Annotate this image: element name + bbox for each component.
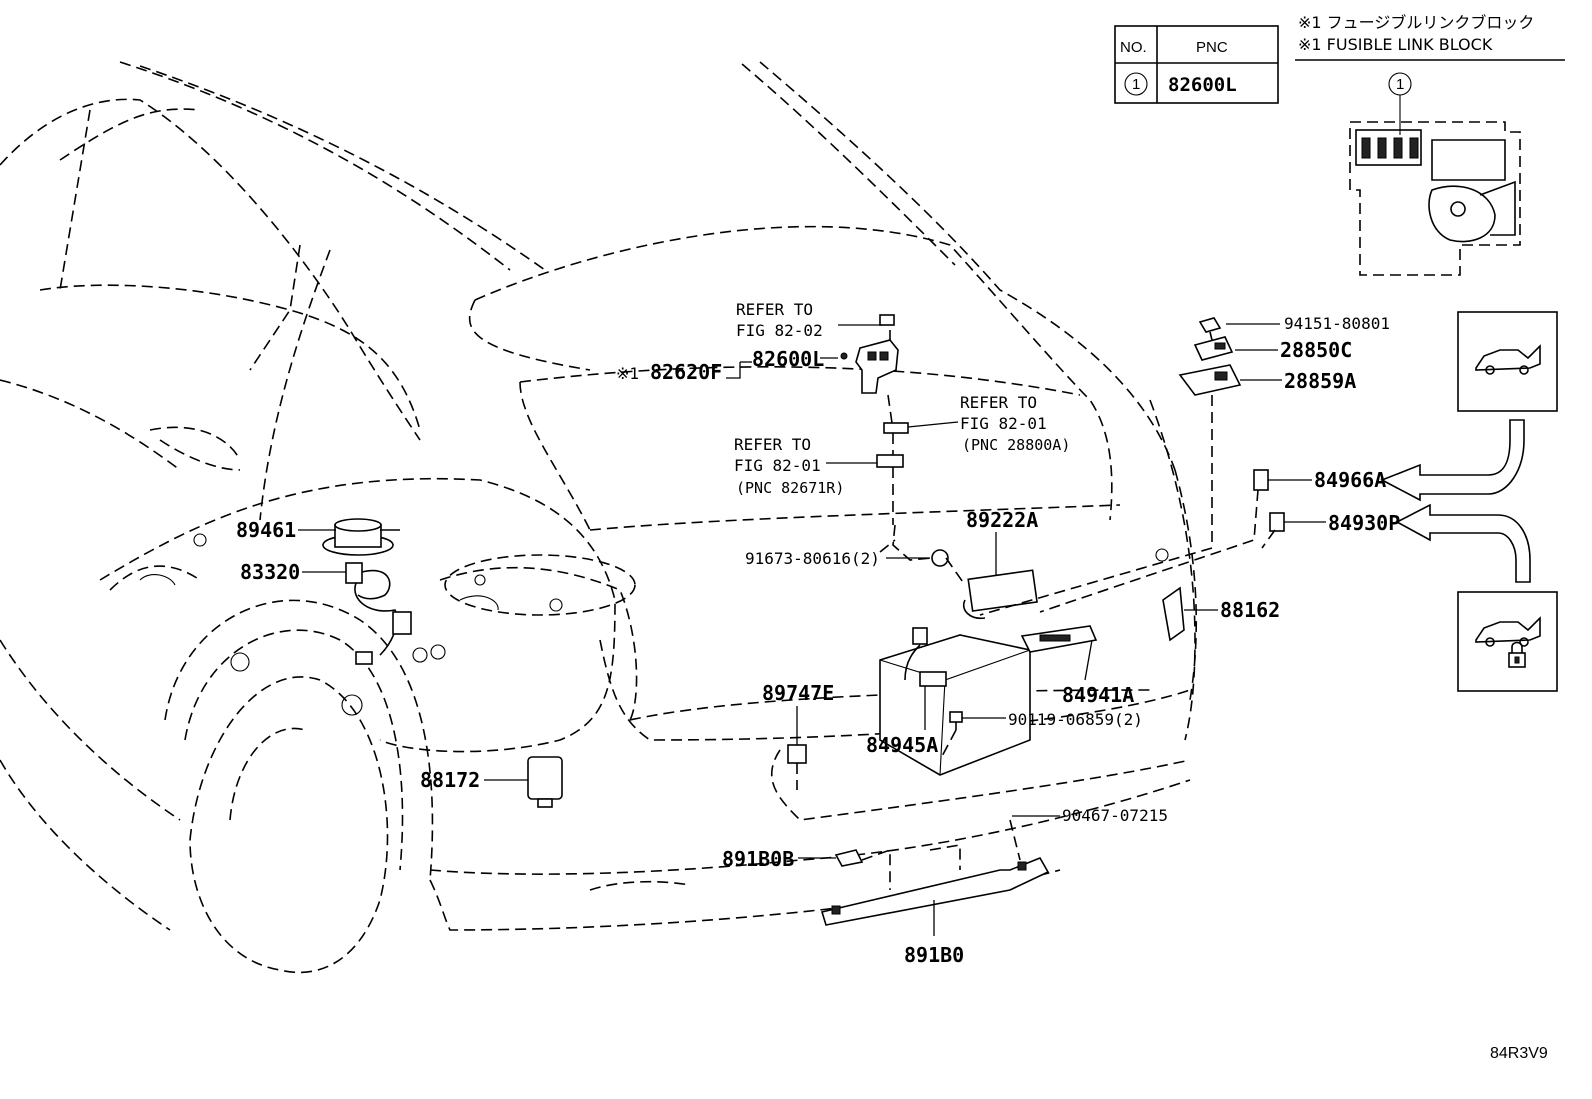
nut-94151-part [1198, 317, 1222, 333]
part-83320-label: 83320 [240, 560, 300, 584]
pnc-table-header-pnc: PNC [1196, 39, 1228, 56]
part-84941a-label: 84941A [1062, 683, 1134, 707]
vehicle-body-outline [0, 61, 1198, 974]
refer-labels: REFER TO FIG 82-02 REFER TO FIG 82-01 (P… [734, 300, 1070, 497]
refer-82-02-line2: FIG 82-02 [736, 321, 823, 340]
fuel-sender-part [345, 562, 412, 665]
part-89747e-label: 89747E [762, 681, 834, 705]
clip-89747e-part [787, 744, 807, 764]
part-91673-label: 91673-80616(2) [745, 549, 880, 568]
part-90467-label: 90467-07215 [1062, 806, 1168, 825]
part-84966a-label: 84966A [1314, 468, 1386, 492]
part-28850c-label: 28850C [1280, 338, 1352, 362]
connector-28800a-part [883, 422, 909, 434]
note-jp: ※1 フュージブルリンクブロック [1298, 13, 1534, 32]
fusible-link-inset: 1 [1349, 72, 1521, 276]
part-88162-label: 88162 [1220, 598, 1280, 622]
refer-82-02-line1: REFER TO [736, 300, 813, 319]
part-28859a-label: 28859A [1284, 369, 1356, 393]
note-en: ※1 FUSIBLE LINK BLOCK [1298, 35, 1493, 54]
part-82620f-label: 82620F [650, 360, 722, 384]
part-88172-label: 88172 [420, 768, 480, 792]
part-82600l-label: 82600L [752, 347, 824, 371]
sensor-strip-891b0-part [820, 856, 1050, 926]
door-lock-assembly-part [879, 627, 1031, 776]
refer-28800a-line1: REFER TO [960, 393, 1037, 412]
part-89461-label: 89461 [236, 518, 296, 542]
refer-82671r-line2: FIG 82-01 [734, 456, 821, 475]
switch-84930p-part [1269, 512, 1285, 532]
fusible-link-note: ※1 フュージブルリンクブロック ※1 FUSIBLE LINK BLOCK [1295, 13, 1565, 61]
refer-82671r-line3: (PNC 82671R) [736, 479, 844, 497]
ecu-89222a-part [963, 569, 1038, 620]
part-89222a-label: 89222A [966, 508, 1038, 532]
part-90119-label: 90119-06859(2) [1008, 710, 1143, 729]
switch-84966a-part [1253, 469, 1269, 491]
leader-lines [298, 323, 1531, 936]
refer-28800a-line3: (PNC 28800A) [962, 436, 1070, 454]
screw-90119-part [949, 711, 963, 730]
part-84945a-label: 84945A [866, 733, 938, 757]
connector-82671r-part [876, 454, 904, 468]
fuel-pump-part [322, 518, 400, 556]
refer-82671r-line1: REFER TO [734, 435, 811, 454]
component-shapes [322, 314, 1285, 926]
bracket-28859a-part [1178, 364, 1242, 396]
part-891b0-label: 891B0 [904, 943, 964, 967]
switch-28850c-part [1193, 336, 1234, 361]
antenna-88172-part [527, 756, 563, 808]
pnc-table-row-no: 1 [1132, 76, 1140, 93]
part-labels: ※1 82620F 82600L 94151-80801 28850C 2885… [236, 314, 1400, 967]
part-94151-label: 94151-80801 [1284, 314, 1390, 333]
switch-84941a-part [1020, 625, 1098, 653]
vehicle-back-door-icon [1475, 344, 1541, 375]
assembly-lines [796, 330, 1276, 890]
inset-marker: 1 [1396, 76, 1404, 93]
back-door-lock-icon-box [1457, 591, 1558, 692]
pnc-table: NO. PNC 1 82600L [1114, 25, 1279, 104]
clip-891b0b-part [834, 849, 864, 867]
refer-28800a-line2: FIG 82-01 [960, 414, 1047, 433]
fusible-link-block-part [840, 314, 899, 394]
part-84930p-label: 84930P [1328, 511, 1400, 535]
part-82620f-mark: ※1 [616, 364, 639, 383]
vehicle-lock-icon [1475, 616, 1541, 668]
pnc-table-row-pnc: 82600L [1168, 74, 1237, 96]
nut-91673-part [931, 549, 949, 567]
pnc-table-header-no: NO. [1120, 39, 1147, 56]
part-891b0b-label: 891B0B [722, 847, 794, 871]
sensor-88162-part [1162, 586, 1185, 642]
illustration-id: 84R3V9 [1490, 1045, 1548, 1062]
back-door-open-icon-box [1457, 311, 1558, 412]
